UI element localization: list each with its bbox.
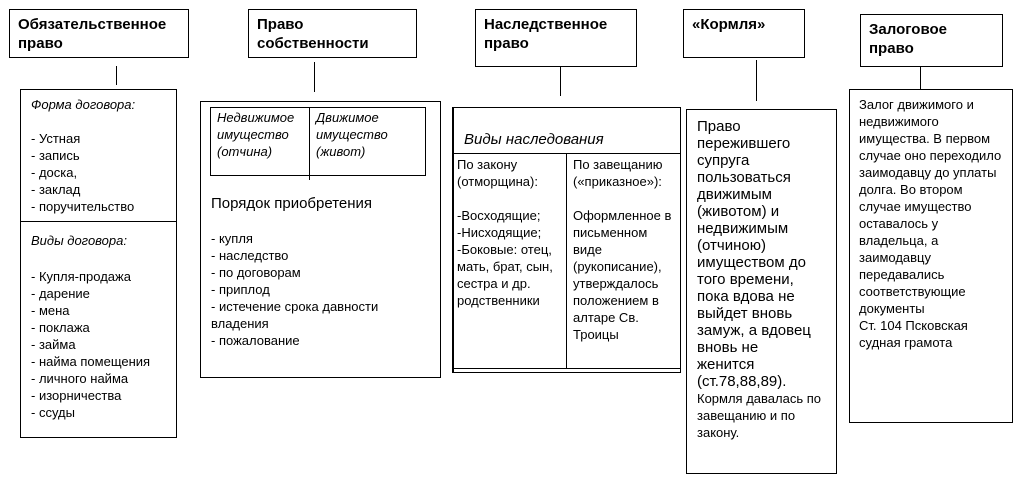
connector [560,66,561,96]
pledge-law-content: Залог движимого и недвижимого имущества.… [849,89,1013,423]
contract-types-heading: Виды договора: [31,233,127,248]
movable-property-cell: Движимое имущество (живот) [316,110,388,159]
contract-types-list: - Купля-продажа - дарение - мена - покла… [31,269,151,420]
title-text: Право собственности [257,16,369,52]
by-will-cell: По завещанию («приказное»): Оформленное … [573,157,672,342]
inheritance-law-title: Наследственное право [475,9,637,67]
kormlya-title: «Кормля» [683,9,805,58]
contract-form-heading: Форма договора: [31,97,136,112]
by-law-cell: По закону (отморщина): -Восходящие; -Нис… [457,157,553,308]
divider [21,221,176,222]
title-text: Обязательственное право [18,16,167,52]
contract-form-section: Форма договора: - Устная - запись - доск… [21,90,176,221]
pledge-body: Залог движимого и недвижимого имущества.… [859,97,1002,350]
connector [314,62,315,92]
acquisition-list: - купля - наследство - по договорам - пр… [211,231,379,348]
property-law-title: Право собственности [248,9,417,58]
kormlya-content: Право пережившего супруга пользоваться д… [686,109,837,474]
inheritance-law-content: Виды наследования По закону (отморщина):… [452,107,681,373]
inheritance-types-heading: Виды наследования [464,131,604,148]
connector [116,66,117,85]
connector [920,66,921,90]
acquisition-heading: Порядок приобретения [211,195,373,212]
title-text: «Кормля» [692,16,766,33]
obligation-law-title: Обязательственное право [9,9,189,58]
property-types-table: Недвижимое имущество (отчина) Движимое и… [210,107,426,180]
contract-form-list: - Устная - запись - доска, - заклад - по… [31,131,135,214]
connector [756,60,757,101]
property-law-content: Недвижимое имущество (отчина) Движимое и… [200,101,441,378]
pledge-law-title: Залоговое право [860,14,1003,67]
inheritance-types-table: По закону (отморщина): -Восходящие; -Нис… [452,153,681,369]
title-text: Залоговое право [869,21,947,57]
kormlya-body: Право пережившего супруга пользоваться д… [697,118,811,390]
immovable-property-cell: Недвижимое имущество (отчина) [217,110,295,159]
divider [566,154,567,368]
obligation-law-content: Форма договора: - Устная - запись - доск… [20,89,177,438]
contract-types-section: Виды договора: - Купля-продажа - дарение… [21,222,176,427]
divider [309,108,310,180]
title-text: Наследственное право [484,16,608,52]
kormlya-note: Кормля давалась по завещанию и по закону… [697,391,821,440]
